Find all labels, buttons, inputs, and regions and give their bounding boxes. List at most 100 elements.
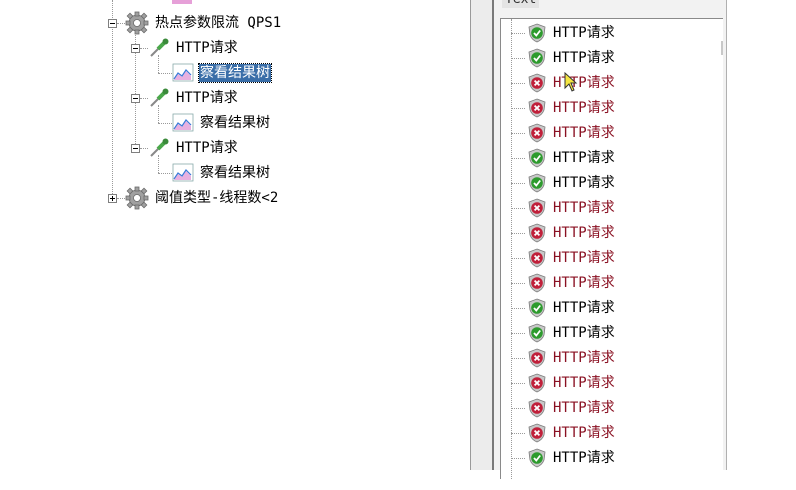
tree-node-view-results-tree-selected[interactable]: 察看结果树: [198, 63, 272, 83]
tree-line: [511, 383, 525, 384]
sample-result-label: HTTP请求: [553, 175, 615, 191]
sample-result-row-pass[interactable]: HTTP请求: [501, 446, 723, 471]
gear-icon: [125, 11, 149, 35]
results-frame: Text HTTP请求HTTP请求HTTP请求HTTP请求HTTP请求HTTP请…: [492, 0, 727, 479]
tree-line: [511, 358, 525, 359]
tree-line: [117, 198, 125, 199]
sample-result-row-fail[interactable]: HTTP请求: [501, 421, 723, 446]
tree-line: [511, 458, 525, 459]
mouse-cursor-icon: [564, 72, 578, 92]
sample-result-row-pass[interactable]: HTTP请求: [501, 296, 723, 321]
failure-shield-x-icon: [528, 123, 546, 143]
success-shield-check-icon: [528, 23, 546, 43]
tree-line: [140, 98, 148, 99]
tree-line: [158, 73, 172, 74]
failure-shield-x-icon: [528, 398, 546, 418]
sample-result-label: HTTP请求: [553, 125, 615, 141]
tree-line: [117, 23, 125, 24]
sample-result-row-fail[interactable]: HTTP请求: [501, 71, 723, 96]
tree-line: [511, 433, 525, 434]
sample-result-row-fail[interactable]: HTTP请求: [501, 246, 723, 271]
tree-line: [511, 183, 525, 184]
sample-result-row-fail[interactable]: HTTP请求: [501, 221, 723, 246]
collapse-toggle[interactable]: [131, 144, 140, 153]
gear-icon: [125, 186, 149, 210]
sample-result-label: HTTP请求: [553, 300, 615, 316]
sample-result-row-pass[interactable]: HTTP请求: [501, 171, 723, 196]
sample-result-row-fail[interactable]: HTTP请求: [501, 196, 723, 221]
tree-node-http-request[interactable]: HTTP请求: [176, 40, 238, 56]
sample-result-row-fail[interactable]: HTTP请求: [501, 271, 723, 296]
sample-result-label: HTTP请求: [553, 25, 615, 41]
tree-line: [511, 133, 525, 134]
tree-line: [511, 308, 525, 309]
test-plan-tree: 热点参数限流 QPS1 HTTP请求 察看结果树 HTTP请求 察看结果树 HT…: [108, 0, 282, 210]
tree-node-view-results-tree[interactable]: 察看结果树: [200, 165, 270, 181]
result-tree-listener-icon: [172, 163, 194, 182]
pipette-sampler-icon: [150, 38, 169, 57]
success-shield-check-icon: [528, 48, 546, 68]
sample-result-row-fail[interactable]: HTTP请求: [501, 96, 723, 121]
tree-line: [158, 55, 159, 73]
sample-result-row-pass[interactable]: HTTP请求: [501, 321, 723, 346]
collapse-toggle[interactable]: [131, 44, 140, 53]
sample-result-label: HTTP请求: [553, 225, 615, 241]
success-shield-check-icon: [528, 448, 546, 468]
sample-result-label: HTTP请求: [553, 450, 615, 466]
tree-line: [511, 83, 525, 84]
tree-line: [511, 283, 525, 284]
sample-result-label: HTTP请求: [553, 375, 615, 391]
tree-line: [511, 208, 525, 209]
failure-shield-x-icon: [528, 348, 546, 368]
result-tree-listener-icon: [172, 63, 194, 82]
pipette-sampler-icon: [150, 88, 169, 107]
expand-toggle[interactable]: [108, 194, 117, 203]
success-shield-check-icon: [528, 298, 546, 318]
tree-node-thread-group[interactable]: 热点参数限流 QPS1: [155, 15, 282, 31]
sample-result-row-pass[interactable]: HTTP请求: [501, 146, 723, 171]
tree-node-http-request[interactable]: HTTP请求: [176, 140, 238, 156]
results-panel: Text HTTP请求HTTP请求HTTP请求HTTP请求HTTP请求HTTP请…: [470, 0, 727, 479]
tree-line: [140, 48, 148, 49]
sample-result-row-pass[interactable]: HTTP请求: [501, 21, 723, 46]
render-mode-label: Text: [502, 0, 540, 8]
tree-line: [135, 30, 136, 148]
sample-result-row-pass[interactable]: HTTP请求: [501, 46, 723, 71]
sample-result-row-fail[interactable]: HTTP请求: [501, 346, 723, 371]
success-shield-check-icon: [528, 148, 546, 168]
sample-result-label: HTTP请求: [553, 150, 615, 166]
pipette-sampler-icon: [150, 138, 169, 157]
tree-node-thread-group[interactable]: 阈值类型-线程数<2: [155, 190, 279, 206]
collapse-toggle[interactable]: [108, 19, 117, 28]
tree-line: [511, 333, 525, 334]
tree-line: [158, 155, 159, 173]
tree-node-http-request[interactable]: HTTP请求: [176, 90, 238, 106]
tree-line: [511, 33, 525, 34]
clipped-node-fragment: [172, 0, 192, 4]
tree-line: [511, 19, 512, 479]
success-shield-check-icon: [528, 323, 546, 343]
tree-node-view-results-tree[interactable]: 察看结果树: [200, 115, 270, 131]
sample-result-label: HTTP请求: [553, 250, 615, 266]
sample-result-row-fail[interactable]: HTTP请求: [501, 396, 723, 421]
sample-result-label: HTTP请求: [553, 325, 615, 341]
sample-result-row-fail[interactable]: HTTP请求: [501, 371, 723, 396]
tree-line: [158, 105, 159, 123]
tree-line: [140, 148, 148, 149]
success-shield-check-icon: [528, 173, 546, 193]
tree-line: [511, 233, 525, 234]
sample-result-label: HTTP请求: [553, 275, 615, 291]
sample-result-label: HTTP请求: [553, 200, 615, 216]
tree-line: [511, 158, 525, 159]
tree-line: [511, 258, 525, 259]
sample-result-label: HTTP请求: [553, 75, 615, 91]
sample-result-label: HTTP请求: [553, 100, 615, 116]
sample-result-row-fail[interactable]: HTTP请求: [501, 121, 723, 146]
sample-result-label: HTTP请求: [553, 50, 615, 66]
scrollbar[interactable]: [721, 41, 723, 55]
failure-shield-x-icon: [528, 373, 546, 393]
panel-divider[interactable]: [470, 0, 471, 470]
collapse-toggle[interactable]: [131, 94, 140, 103]
failure-shield-x-icon: [528, 248, 546, 268]
